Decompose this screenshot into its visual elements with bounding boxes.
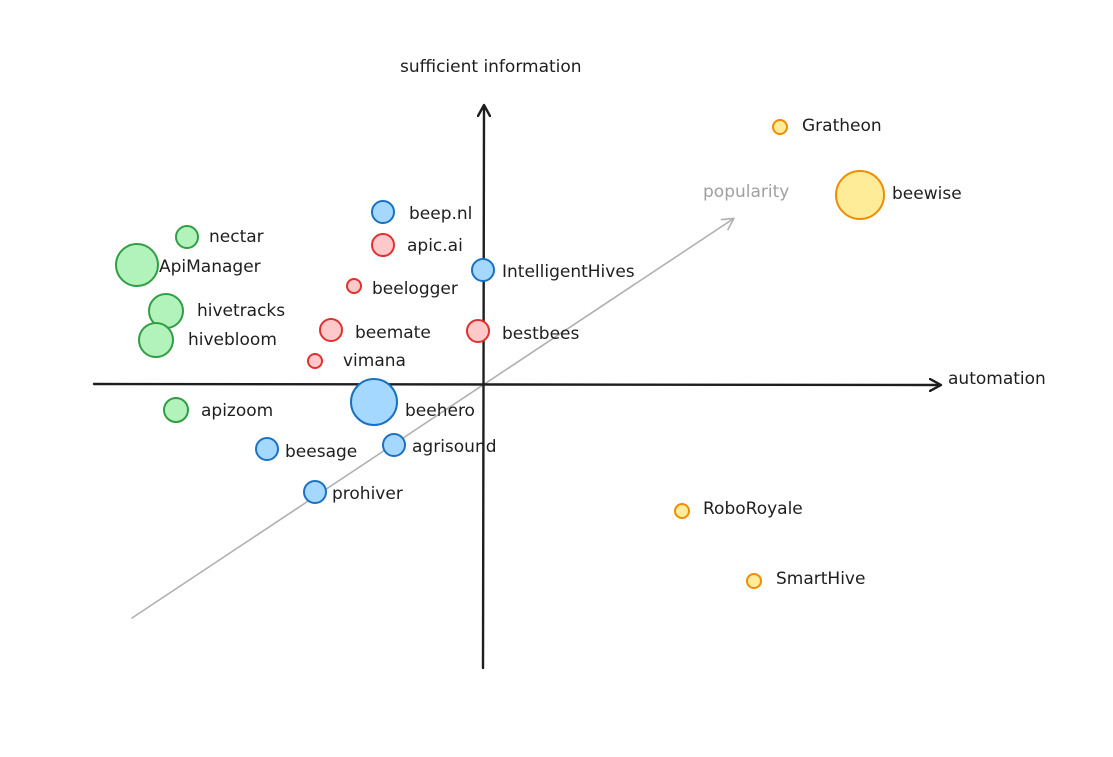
automation-axis-line <box>92 384 940 385</box>
node-hivetracks-label: hivetracks <box>197 301 285 321</box>
node-beemate-circle <box>319 318 343 342</box>
node-apicai-circle <box>371 233 395 257</box>
node-beelogger: beelogger <box>346 278 458 299</box>
node-beewise: beewise <box>835 170 962 220</box>
node-beesage-circle <box>255 437 279 461</box>
node-bestbees-label: bestbees <box>502 324 579 344</box>
node-gratheon: Gratheon <box>772 116 882 136</box>
node-agrisound: agrisound <box>382 433 497 457</box>
node-beehero-label: beehero <box>405 401 475 421</box>
node-beelogger-label: beelogger <box>372 279 458 299</box>
node-gratheon-circle <box>772 119 788 135</box>
node-roboroyale: RoboRoyale <box>674 499 803 519</box>
node-apizoom-label: apizoom <box>201 401 273 421</box>
node-smarthive: SmartHive <box>746 569 865 589</box>
node-intelligenthives-label: IntelligentHives <box>502 262 635 282</box>
node-beesage-label: beesage <box>285 442 357 462</box>
node-beehero-circle <box>350 378 398 426</box>
node-apizoom: apizoom <box>163 397 273 423</box>
node-apicai: apic.ai <box>371 233 463 257</box>
popularity-axis-label: popularity <box>703 182 789 202</box>
automation-axis-label: automation <box>948 369 1046 389</box>
node-beelogger-circle <box>346 278 362 294</box>
node-gratheon-label: Gratheon <box>802 116 882 136</box>
node-nectar-label: nectar <box>209 227 264 247</box>
node-smarthive-label: SmartHive <box>776 569 865 589</box>
node-smarthive-circle <box>746 573 762 589</box>
node-beemate: beemate <box>319 318 431 343</box>
node-vimana-label: vimana <box>343 351 406 371</box>
node-nectar-circle <box>175 225 199 249</box>
node-roboroyale-label: RoboRoyale <box>703 499 803 519</box>
node-beep-circle <box>371 200 395 224</box>
node-intelligenthives-circle <box>471 258 495 282</box>
node-intelligenthives: IntelligentHives <box>471 258 635 282</box>
node-agrisound-label: agrisound <box>412 437 497 457</box>
node-vimana: vimana <box>307 351 406 371</box>
node-hivebloom: hivebloom <box>138 322 277 358</box>
node-bestbees: bestbees <box>466 319 579 344</box>
node-prohiver-circle <box>303 480 327 504</box>
node-hivebloom-label: hivebloom <box>188 330 277 350</box>
node-beemate-label: beemate <box>355 323 431 343</box>
node-beehero: beehero <box>350 378 475 426</box>
sufficient-information-axis-line <box>483 106 484 670</box>
node-hivebloom-circle <box>138 322 174 358</box>
node-beewise-label: beewise <box>892 184 962 204</box>
node-prohiver-label: prohiver <box>332 484 403 504</box>
node-beesage: beesage <box>255 437 357 462</box>
node-beep-label: beep.nl <box>409 204 472 224</box>
node-bestbees-circle <box>466 319 490 343</box>
node-apizoom-circle <box>163 397 189 423</box>
node-apimanager-label: ApiManager <box>159 257 261 277</box>
sufficient-information-axis-label: sufficient information <box>400 57 582 77</box>
node-prohiver: prohiver <box>303 480 403 504</box>
node-beep: beep.nl <box>371 200 472 224</box>
node-hivetracks: hivetracks <box>148 293 285 329</box>
node-apimanager: ApiManager <box>115 243 261 287</box>
node-apicai-label: apic.ai <box>407 236 463 256</box>
node-apimanager-circle <box>115 243 159 287</box>
node-vimana-circle <box>307 353 323 369</box>
node-agrisound-circle <box>382 433 406 457</box>
node-nectar: nectar <box>175 225 264 249</box>
node-roboroyale-circle <box>674 503 690 519</box>
node-beewise-circle <box>835 170 885 220</box>
popularity-axis-line <box>131 217 735 619</box>
